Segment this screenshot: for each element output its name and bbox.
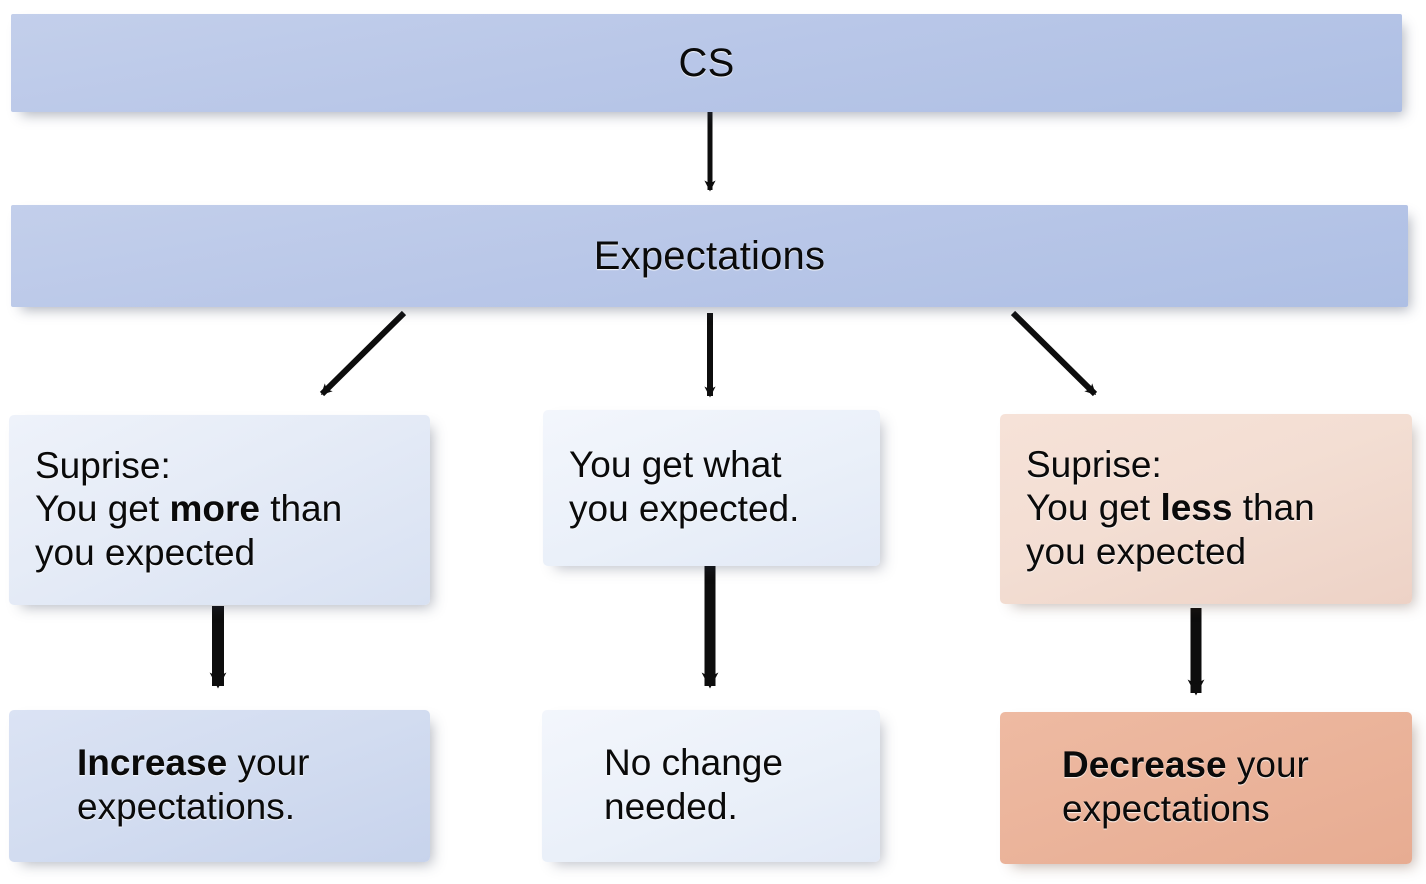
outcome-nochange-line-2: needed. bbox=[604, 786, 738, 827]
node-outcome-nochange[interactable]: No change needed. bbox=[542, 710, 880, 862]
branch-less-line-2-pre: You get bbox=[1026, 487, 1161, 529]
branch-more-line-2-emphasis: more bbox=[169, 488, 260, 530]
outcome-increase-line-1: Increase your bbox=[77, 741, 406, 785]
branch-less-line-3: you expected bbox=[1026, 530, 1247, 572]
outcome-increase-line-2: expectations. bbox=[77, 786, 296, 827]
branch-more-line-2-pre: You get bbox=[35, 488, 170, 530]
node-outcome-increase[interactable]: Increase your expectations. bbox=[9, 710, 430, 862]
node-branch-less[interactable]: Suprise: You get less than you expected bbox=[1000, 414, 1412, 604]
node-cs[interactable]: CS bbox=[11, 14, 1402, 112]
arrow-expectations-to-less bbox=[1010, 310, 1098, 397]
branch-less-line-2: You get less than bbox=[1026, 486, 1388, 530]
arrow-expectations-to-more bbox=[319, 310, 407, 397]
outcome-increase-emphasis: Increase bbox=[77, 742, 228, 784]
outcome-decrease-emphasis: Decrease bbox=[1062, 744, 1227, 786]
branch-same-line-1: You get what bbox=[569, 444, 782, 486]
branch-more-line-2-post: than bbox=[259, 488, 343, 530]
outcome-decrease-line-1-post: your bbox=[1226, 744, 1309, 786]
node-cs-label: CS bbox=[678, 40, 735, 85]
branch-more-line-1: Suprise: bbox=[35, 444, 171, 486]
branch-less-line-2-post: than bbox=[1232, 487, 1315, 529]
branch-more-line-2: You get more than bbox=[35, 487, 406, 531]
node-outcome-decrease[interactable]: Decrease your expectations bbox=[1000, 712, 1412, 864]
outcome-decrease-line-1: Decrease your bbox=[1062, 743, 1388, 787]
outcome-decrease-line-2: expectations bbox=[1062, 788, 1270, 829]
branch-same-line-2: you expected. bbox=[569, 488, 800, 529]
outcome-nochange-line-1: No change bbox=[604, 742, 783, 784]
branch-less-line-1: Suprise: bbox=[1026, 443, 1162, 485]
outcome-increase-line-1-post: your bbox=[227, 742, 310, 784]
node-branch-same[interactable]: You get what you expected. bbox=[543, 410, 880, 566]
node-expectations-label: Expectations bbox=[593, 233, 826, 278]
node-expectations[interactable]: Expectations bbox=[11, 205, 1408, 307]
branch-less-line-2-emphasis: less bbox=[1160, 487, 1233, 529]
branch-more-line-3: you expected bbox=[35, 531, 256, 573]
node-branch-more[interactable]: Suprise: You get more than you expected bbox=[9, 415, 430, 605]
